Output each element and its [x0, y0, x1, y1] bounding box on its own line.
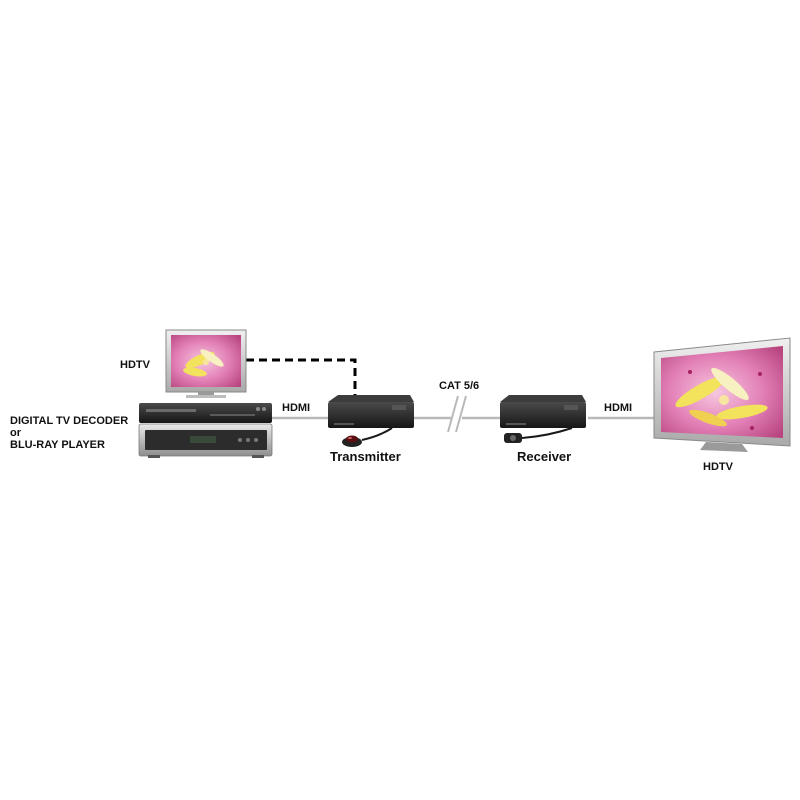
small-hdtv-icon [165, 329, 247, 398]
large-hdtv-label: HDTV [703, 461, 733, 473]
transmitter-label: Transmitter [330, 449, 401, 464]
small-hdtv-label: HDTV [120, 359, 150, 371]
cable-break-mark-2 [455, 395, 467, 433]
receiver-ir-emitter-icon [504, 433, 522, 443]
source-label-line3: BLU-RAY PLAYER [10, 439, 105, 451]
cable-break-mark-1 [447, 395, 459, 433]
source-label-line1: DIGITAL TV DECODER [10, 415, 129, 427]
hdmi-label-left: HDMI [282, 402, 311, 414]
blu-ray-player-icon [139, 403, 272, 423]
transmitter-ir-sensor-icon [342, 435, 362, 447]
tv-decoder-icon [138, 423, 273, 458]
large-hdtv-icon [653, 337, 791, 452]
transmitter-device-icon [328, 395, 414, 441]
receiver-label: Receiver [517, 449, 572, 464]
receiver-device-icon [500, 395, 586, 439]
source-label-line2: or [10, 427, 21, 439]
hdmi-label-right: HDMI [604, 402, 633, 414]
cat-cable-label: CAT 5/6 [439, 380, 480, 392]
ir-link-dashed [246, 358, 357, 395]
